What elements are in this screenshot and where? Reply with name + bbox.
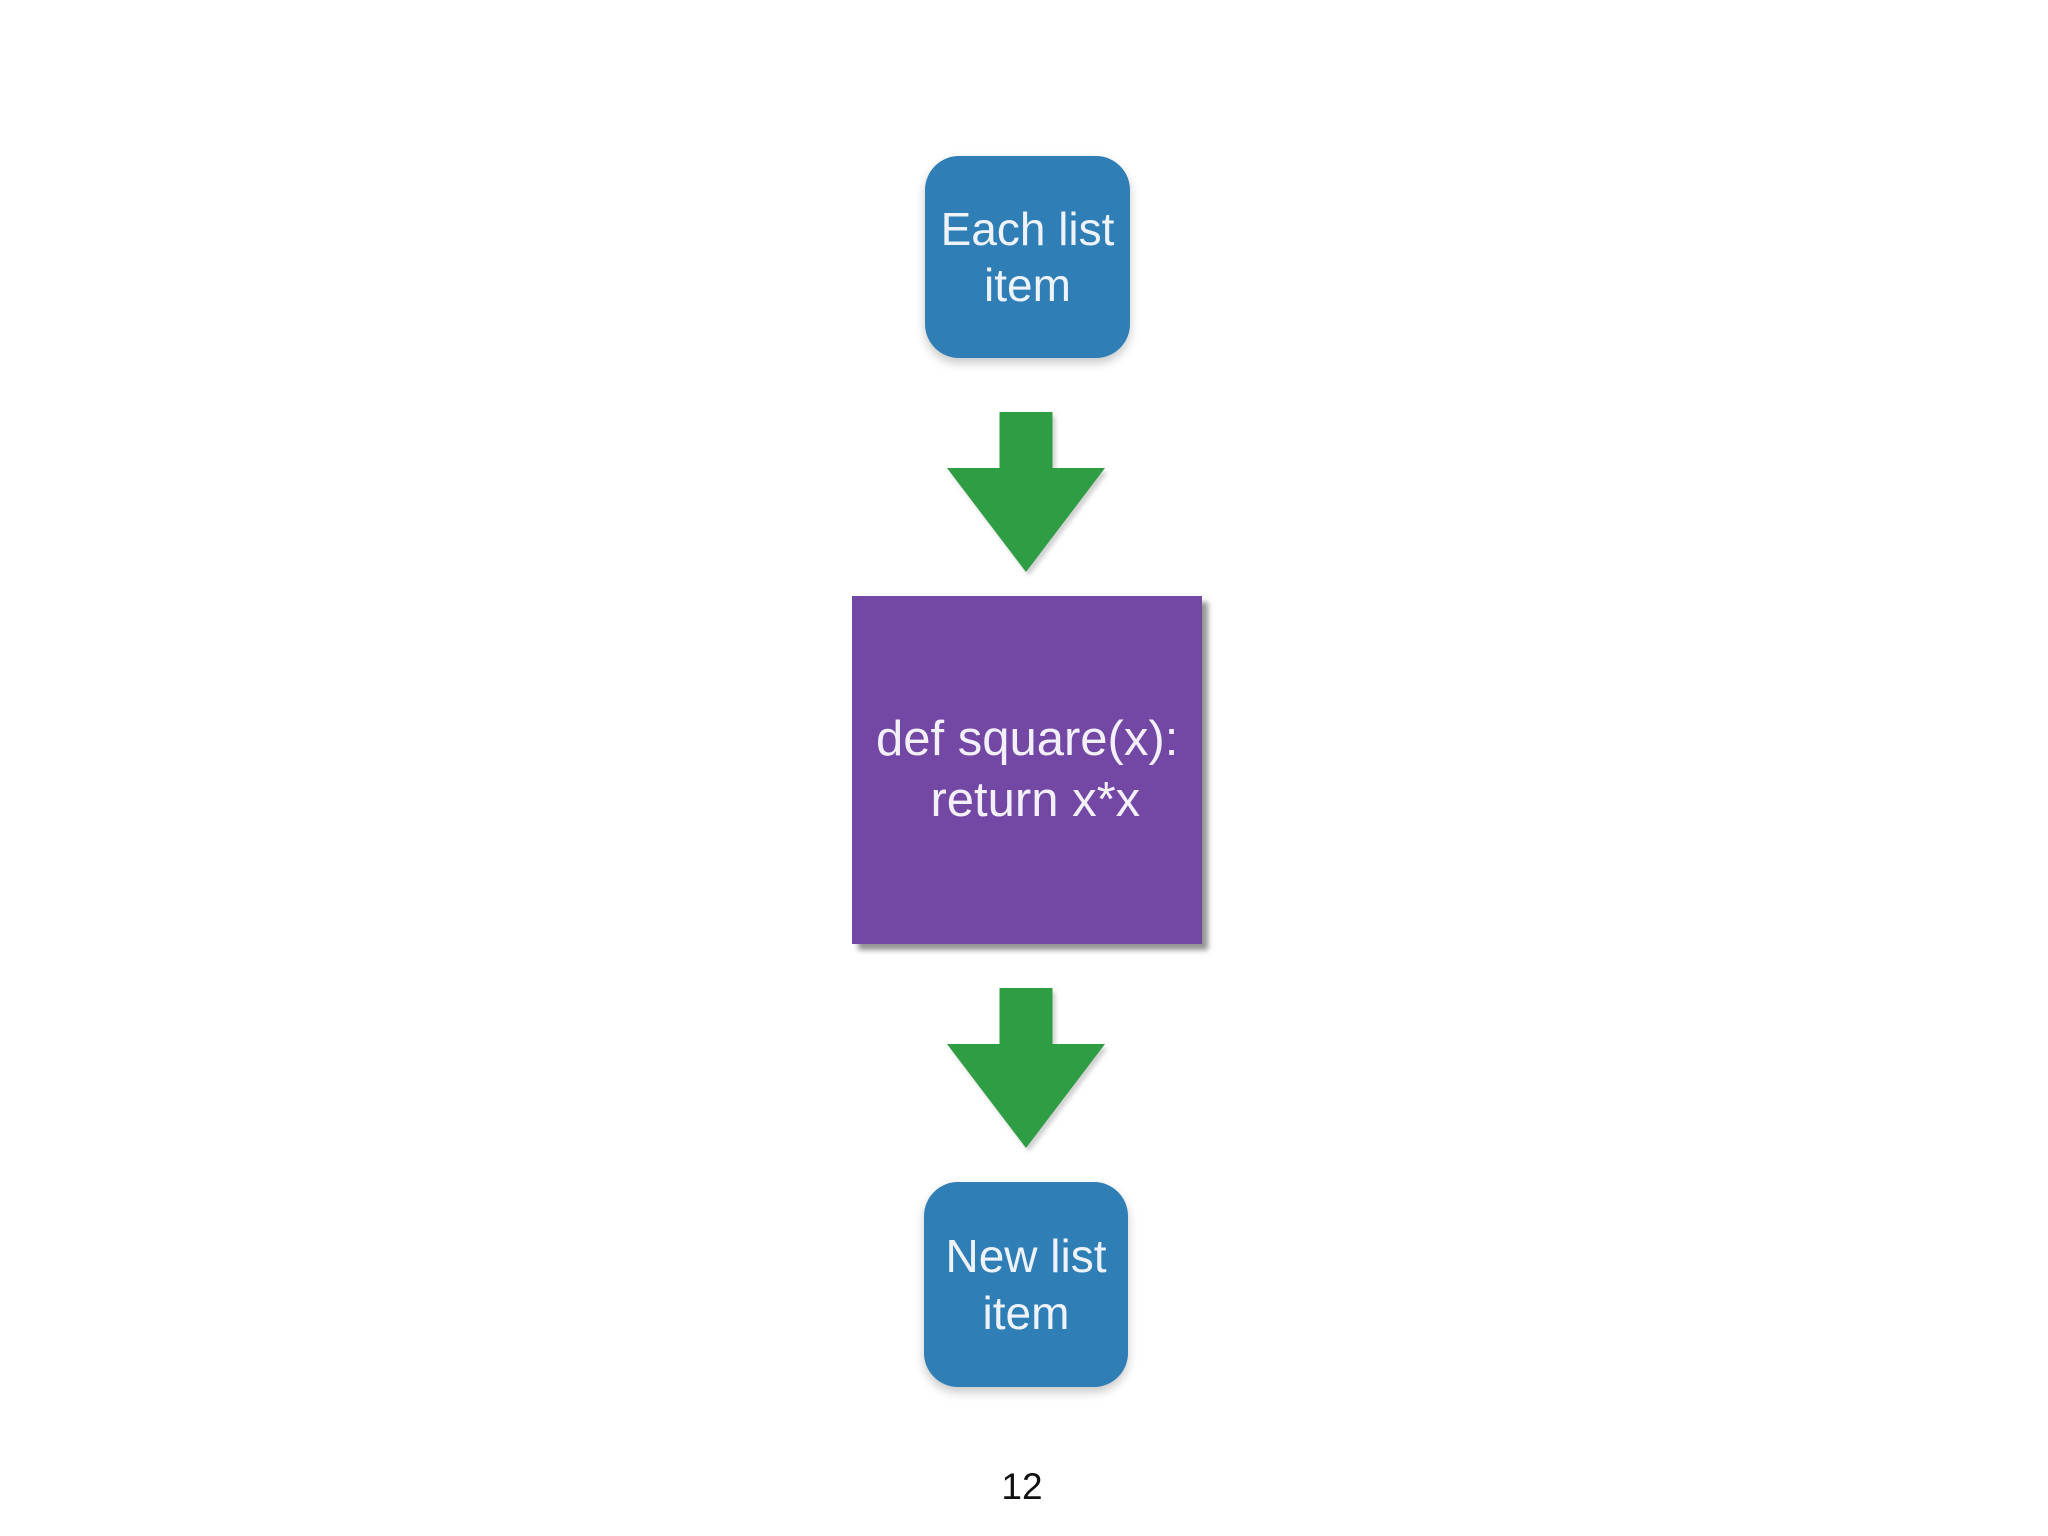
page-number: 12 [1001,1466,1043,1507]
down-arrow-icon [947,988,1105,1148]
output-node: New list item [924,1182,1128,1387]
function-node: def square(x): return x*x [852,596,1202,944]
input-node: Each list item [925,156,1130,358]
output-node-label: New list item [945,1230,1107,1339]
down-arrow-icon [947,412,1105,572]
function-code: def square(x): return x*x [876,712,1179,827]
input-node-label: Each list item [940,202,1115,311]
